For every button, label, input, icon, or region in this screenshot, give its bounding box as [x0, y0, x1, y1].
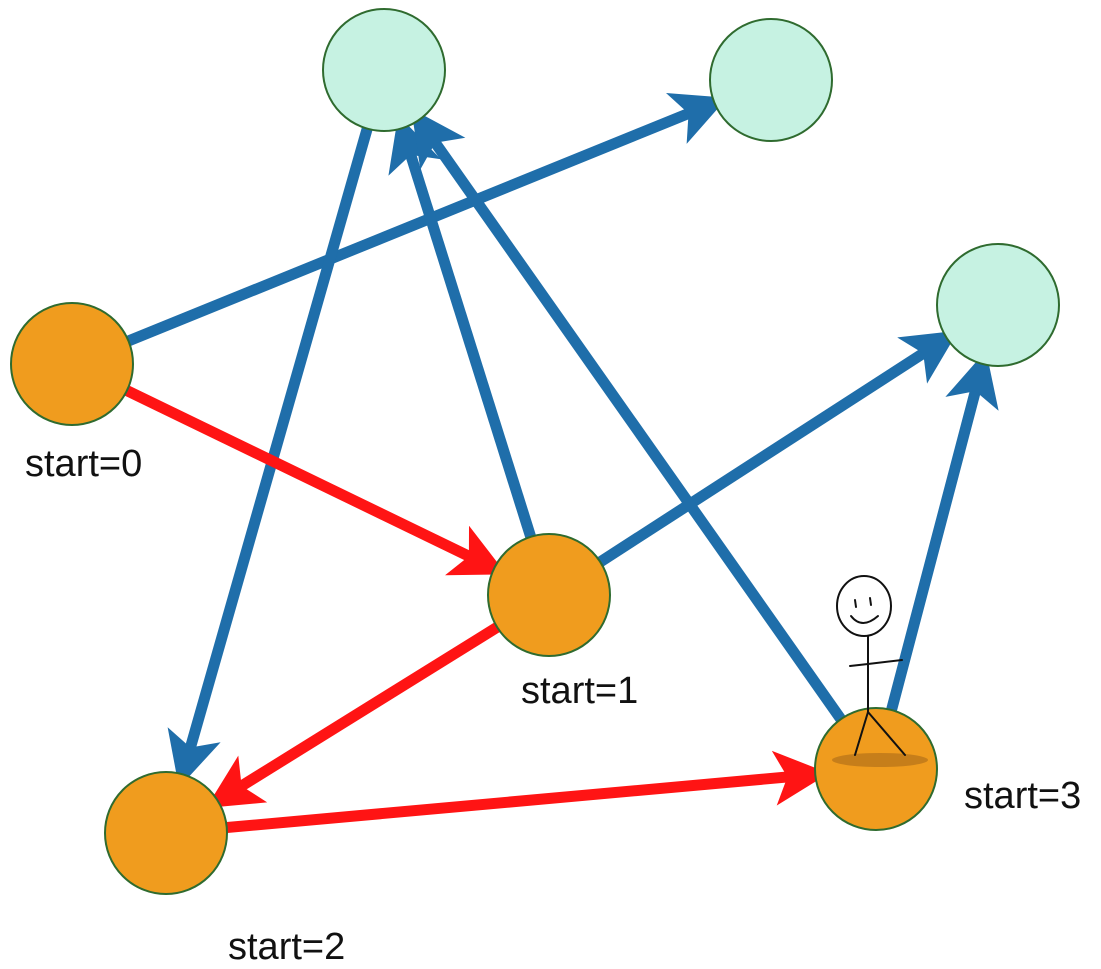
figure-eyes — [854, 597, 872, 608]
nodes-layer — [10, 8, 1060, 895]
stick-figure-icon — [832, 575, 928, 767]
node-label-start-1: start=1 — [521, 670, 638, 712]
edge-s0-to-t1 — [122, 92, 728, 348]
edge-s3-to-t2 — [885, 350, 999, 716]
ground-smudge — [832, 753, 928, 767]
node-t2 — [936, 243, 1060, 367]
node-s1 — [487, 533, 611, 657]
figure-legs — [854, 711, 906, 756]
figure-arms — [849, 659, 903, 667]
node-s3 — [814, 707, 938, 831]
edge-s1-to-s2 — [206, 620, 504, 809]
labels-layer: start=0 start=1 start=2 start=3 — [25, 443, 1081, 968]
node-t1 — [709, 18, 833, 142]
node-label-start-0: start=0 — [25, 443, 142, 485]
edge-s3-to-t0 — [411, 108, 848, 726]
node-label-start-2: start=2 — [228, 926, 345, 968]
edge-s1-to-t2 — [593, 330, 959, 569]
node-s2 — [104, 771, 228, 895]
figure-head — [836, 575, 892, 637]
edge-s0-to-s1 — [120, 383, 507, 576]
edge-s2-to-s3 — [222, 750, 830, 834]
node-s0 — [10, 302, 134, 426]
node-label-start-3: start=3 — [964, 775, 1081, 817]
figure-smile — [850, 615, 879, 624]
node-t0 — [322, 8, 446, 132]
edge-s1-to-t0 — [388, 115, 538, 543]
edges-layer — [120, 92, 999, 834]
edge-t0-to-s2 — [167, 123, 374, 788]
